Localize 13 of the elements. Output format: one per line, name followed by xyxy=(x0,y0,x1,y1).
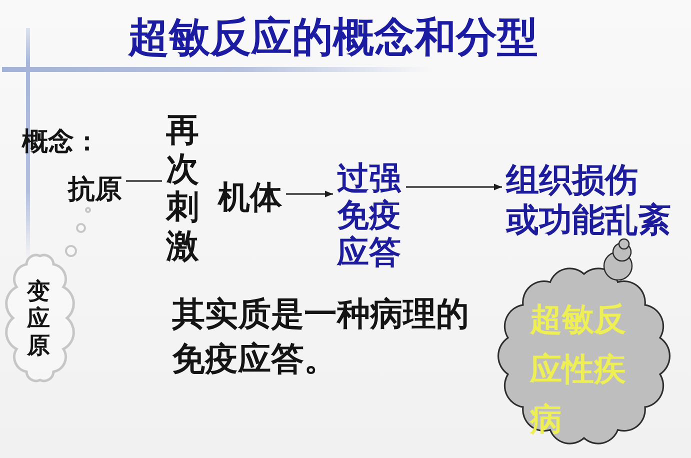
vertical-text: 再次刺激 xyxy=(166,111,200,266)
flow-term: 抗原 xyxy=(68,174,122,206)
connector-line xyxy=(126,180,162,182)
arrow xyxy=(406,184,502,190)
slide-title: 超敏反应的概念和分型 xyxy=(128,15,538,60)
flow-term: 组织损伤或功能乱紊 xyxy=(506,160,673,240)
cloud-text: 超敏反应性疾病 xyxy=(530,299,627,440)
section-label: 概念： xyxy=(22,127,100,158)
vertical-text: 过强免疫应答 xyxy=(337,160,402,270)
arrow xyxy=(286,190,333,198)
cloud-text: 变应原 xyxy=(27,279,51,360)
flow-term: 机体 xyxy=(218,178,282,216)
note-text: 其实质是一种病理的免疫应答。 xyxy=(172,293,470,380)
